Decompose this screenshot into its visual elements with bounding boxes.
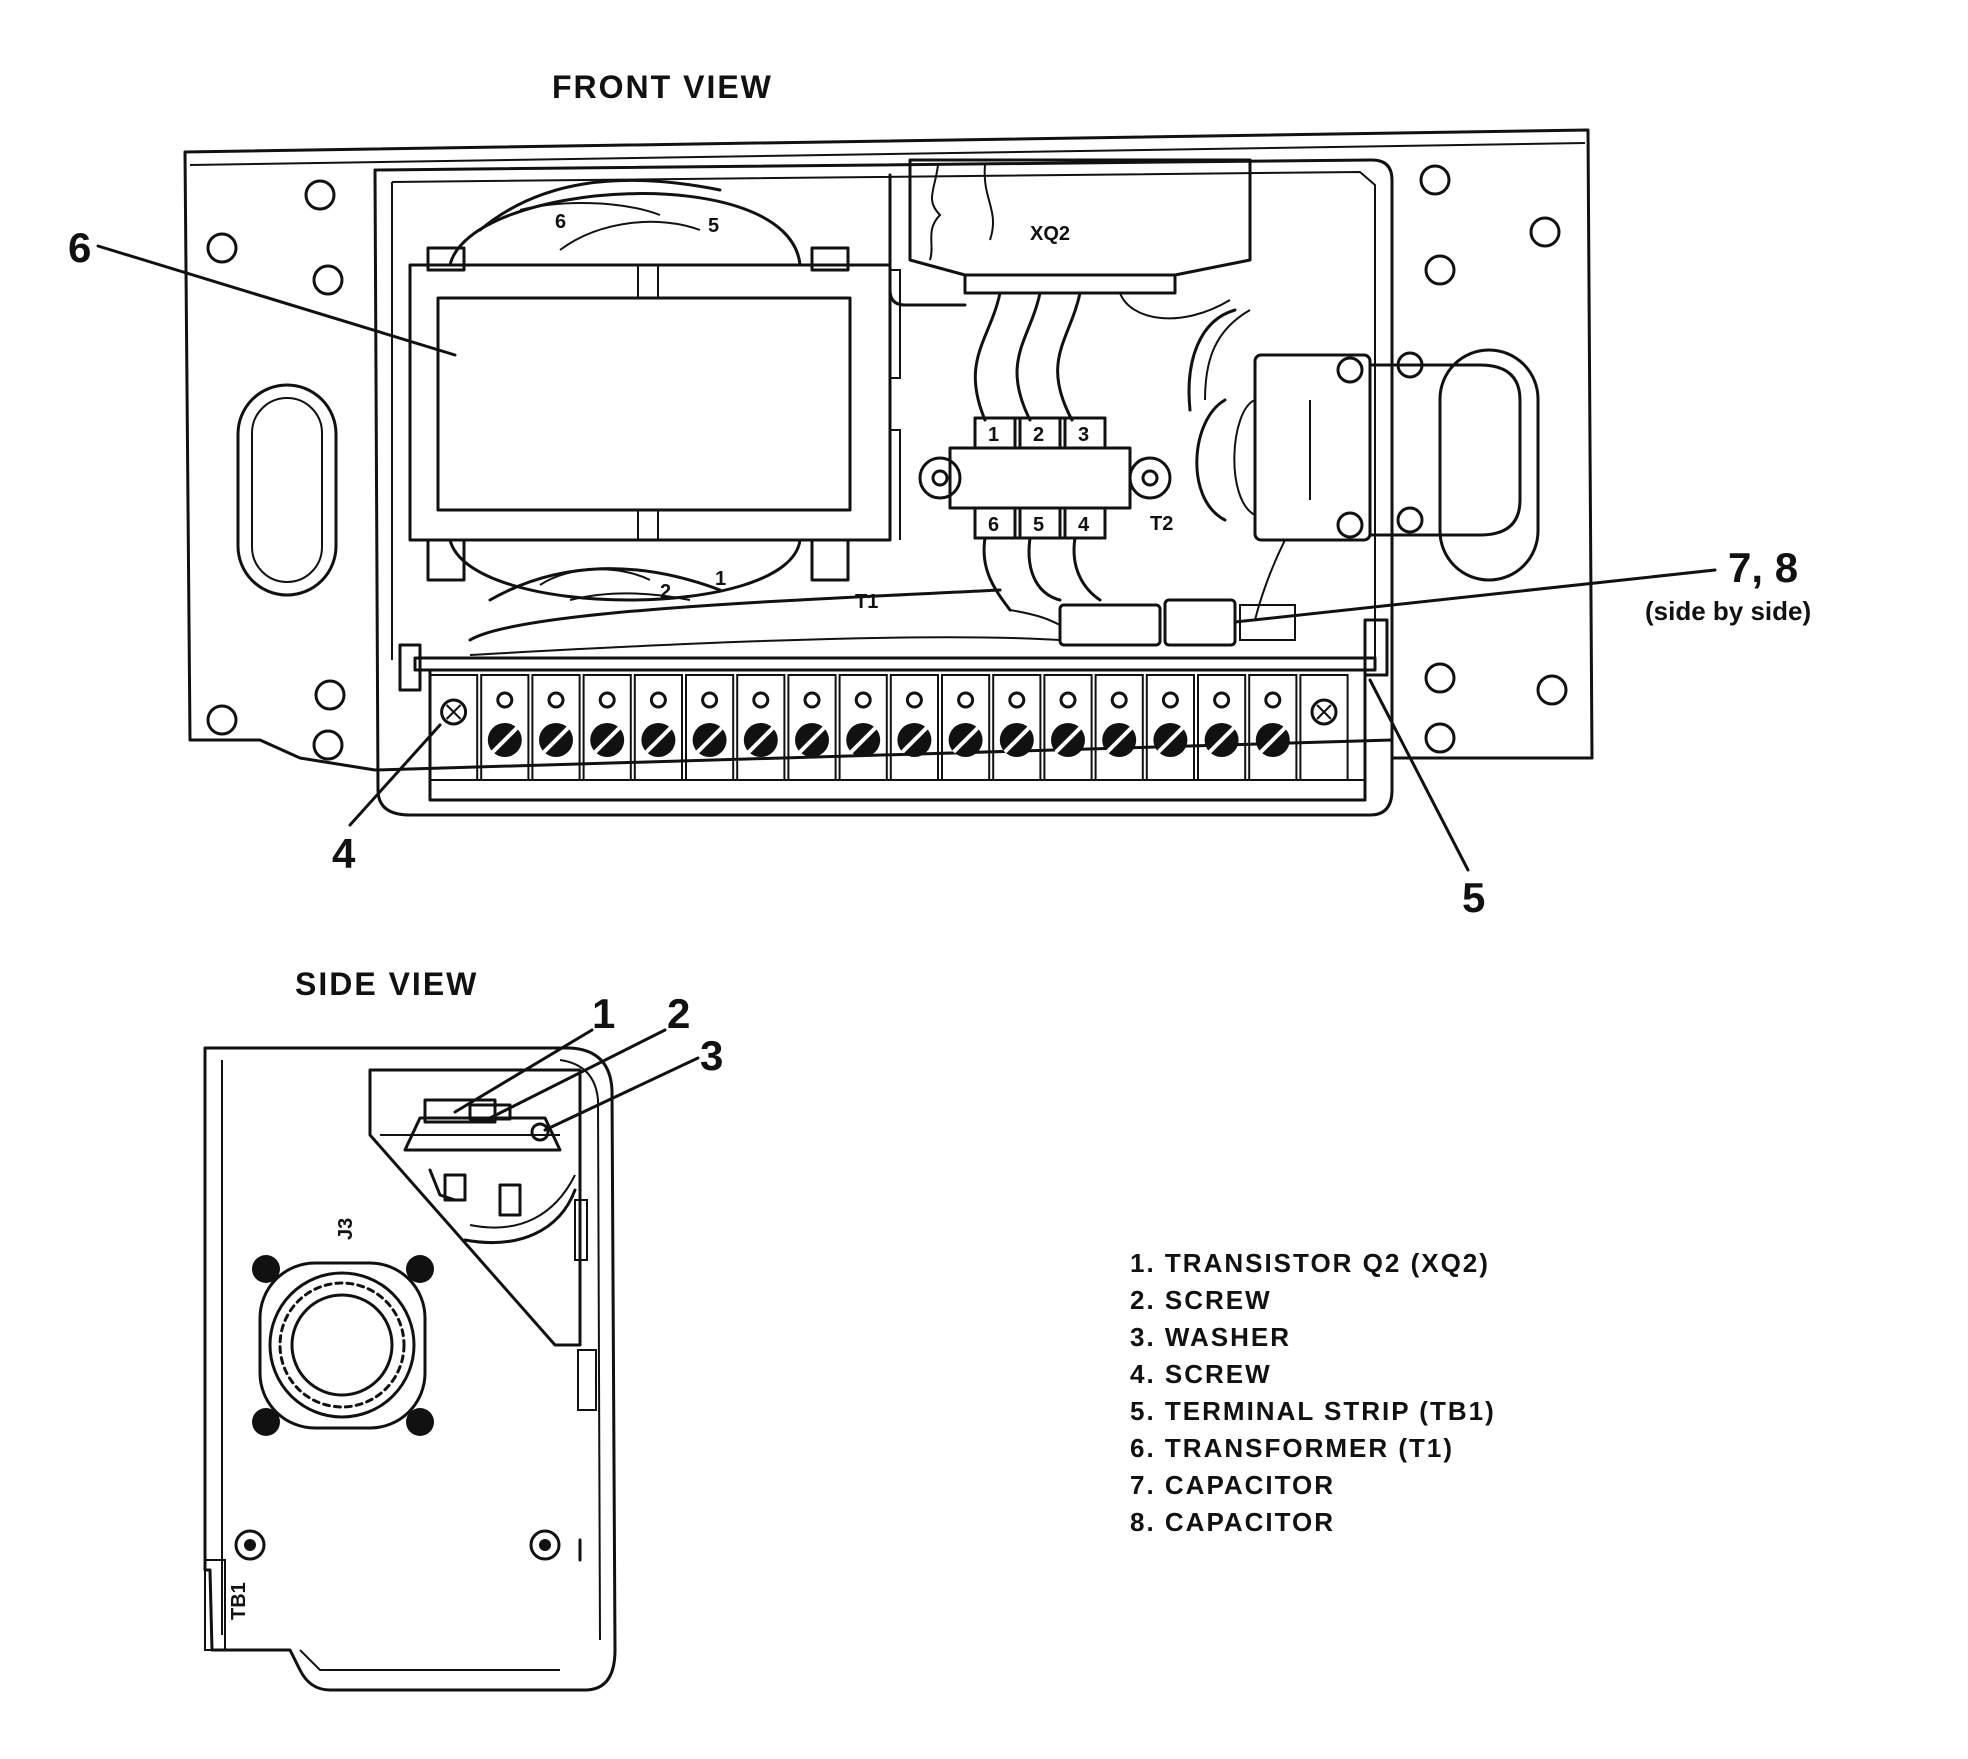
tb1-label: TB1 (228, 1582, 250, 1620)
terminal-strip-tb1 (398, 618, 1389, 802)
tb1-terminal (1145, 674, 1196, 781)
legend-item-8: 8. CAPACITOR (1130, 1507, 1335, 1537)
callout-6-leader (96, 244, 457, 357)
tb1-terminal (941, 674, 991, 781)
t1-lead-2: 2 (660, 581, 671, 603)
callout-7-8-note: (side by side) (1645, 596, 1811, 626)
t2-terminal-6: 6 (988, 514, 999, 536)
side-screw-left (234, 1529, 266, 1561)
tb1-terminal (992, 674, 1042, 781)
tb1-terminal (787, 674, 837, 781)
t2-label: T2 (1150, 513, 1173, 535)
tb1-terminal (889, 674, 939, 781)
tb1-terminal (838, 674, 888, 781)
mounting-holes (206, 164, 1568, 761)
callout-4: 4 (332, 830, 356, 877)
callout-2: 2 (667, 990, 690, 1037)
tb1-terminal (480, 674, 530, 781)
front-view-title: FRONT VIEW (552, 69, 773, 105)
legend-item-1: 1. TRANSISTOR Q2 (XQ2) (1130, 1248, 1490, 1278)
capacitors-c7-c8 (468, 588, 1296, 656)
tb1-terminal (685, 674, 735, 781)
left-mounting-slot (236, 383, 338, 597)
callout-4-leader (348, 723, 442, 827)
side-screw-right (529, 1529, 561, 1561)
transformer-t1: T1 6 5 2 1 (408, 178, 892, 613)
t2-terminal-2: 2 (1033, 424, 1044, 446)
legend-item-3: 3. WASHER (1130, 1322, 1291, 1352)
t1-lead-6: 6 (555, 211, 566, 233)
tb1-terminal (429, 674, 479, 781)
callout-1: 1 (592, 990, 615, 1037)
tb1-terminal (1094, 674, 1144, 781)
callout-5-leader (1368, 678, 1470, 872)
xq2-socket: XQ2 (888, 158, 1252, 307)
tb1-terminal (633, 674, 683, 781)
right-coil-assembly (1187, 308, 1522, 621)
callout-5: 5 (1462, 874, 1485, 921)
chassis-plate (183, 128, 1594, 772)
inner-chassis (373, 158, 1394, 817)
t2-terminal-3: 3 (1078, 424, 1089, 446)
front-view: FRONT VIEW (68, 69, 1811, 921)
side-view-title: SIDE VIEW (295, 966, 478, 1002)
xq2-label: XQ2 (1030, 223, 1070, 245)
callout-2-leader (488, 1028, 667, 1120)
transistor-q2 (403, 1098, 597, 1411)
xq2-leads (973, 291, 1231, 422)
connector-j3: J3 (252, 1218, 434, 1436)
t2-terminal-1: 1 (988, 424, 999, 446)
j3-label: J3 (335, 1218, 357, 1240)
t2-terminal-5: 5 (1033, 514, 1044, 536)
legend-item-7: 7. CAPACITOR (1130, 1470, 1335, 1500)
side-housing (203, 1046, 617, 1692)
callout-6: 6 (68, 224, 91, 271)
t1-label: T1 (855, 591, 878, 613)
right-mounting-slot (1438, 348, 1540, 582)
callout-78-leader (1233, 568, 1717, 624)
tb1-terminal (1248, 674, 1298, 781)
callout-7-8: 7, 8 (1728, 544, 1798, 591)
tb1-terminal (1197, 674, 1247, 781)
tb1-terminal (582, 674, 632, 781)
callout-3-leader (543, 1056, 700, 1132)
parts-legend: 1. TRANSISTOR Q2 (XQ2) 2. SCREW 3. WASHE… (1130, 1248, 1496, 1537)
tb1-terminal (531, 674, 581, 781)
t1-lead-1: 1 (715, 568, 726, 590)
legend-item-5: 5. TERMINAL STRIP (TB1) (1130, 1396, 1496, 1426)
tb1-terminal (736, 674, 786, 781)
callout-1-leader (453, 1028, 594, 1114)
legend-item-6: 6. TRANSFORMER (T1) (1130, 1433, 1454, 1463)
legend-item-2: 2. SCREW (1130, 1285, 1272, 1315)
t1-lead-5: 5 (708, 215, 719, 237)
tb1-terminal (1043, 674, 1093, 781)
side-view: SIDE VIEW TB1 (203, 966, 723, 1692)
tb1-terminal (1299, 674, 1349, 781)
callout-3: 3 (700, 1032, 723, 1079)
t2-terminal-4: 4 (1078, 514, 1090, 536)
terminal-board-t2: 1 2 3 6 5 4 T2 (918, 416, 1173, 612)
legend-item-4: 4. SCREW (1130, 1359, 1272, 1389)
